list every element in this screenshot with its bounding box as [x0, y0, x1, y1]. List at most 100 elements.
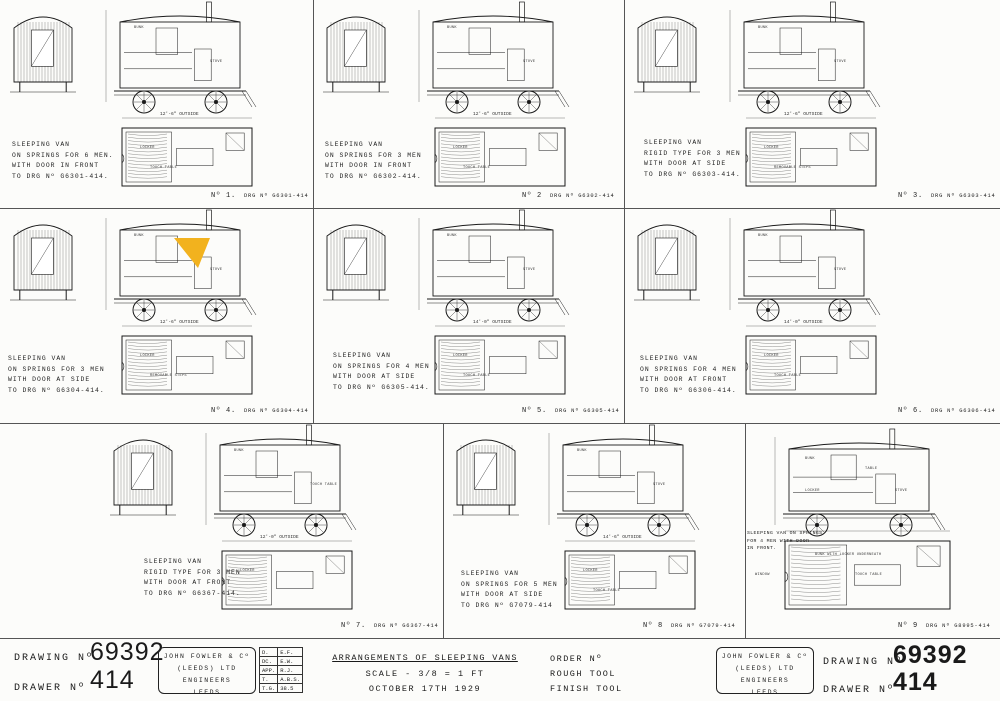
plan-view: [221, 540, 353, 610]
bunk-outline: [438, 131, 485, 183]
stove: [849, 132, 869, 151]
end-elevation: [323, 16, 389, 93]
plan-view: [121, 325, 253, 395]
table: [800, 148, 838, 166]
plan-view: [121, 117, 253, 187]
stove: [818, 256, 836, 289]
drawer-number-left: 414: [90, 666, 135, 694]
chimney: [889, 428, 896, 450]
caption-line: SLEEPING VAN: [325, 141, 384, 148]
approval-row: DC.E.W.: [258, 656, 304, 666]
component-label: STOVE: [834, 268, 847, 272]
plan-view: [564, 540, 696, 610]
panel-drawing-ref: DRG Nº G6302-414: [550, 193, 615, 199]
outside-dimension: 14'-6" OUTSIDE: [603, 535, 642, 540]
grid-divider: [745, 423, 746, 638]
van-drawing: [10, 1, 257, 187]
approval-role: T.G.: [258, 683, 279, 693]
caption-line: TO DRG Nº G6303-414.: [644, 170, 741, 178]
component-label: BUNK: [577, 449, 587, 453]
stove: [916, 545, 941, 567]
bunk-outline: [225, 554, 272, 606]
panel-drawing-ref: DRG Nº G6305-414: [555, 408, 620, 414]
bunk-outline: [749, 339, 796, 391]
stove: [194, 256, 212, 289]
van-drawing: [110, 424, 357, 610]
side-elevation: [205, 424, 357, 537]
caption-line: WITH DOOR AT FRONT: [640, 376, 728, 383]
end-elevation: [10, 224, 76, 301]
outside-dimension: 14'-0" OUTSIDE: [473, 320, 512, 325]
panel-index: Nº 4.: [211, 407, 237, 415]
caption-line: TO DRG Nº G6306-414.: [640, 386, 737, 394]
plan-view: [745, 325, 877, 395]
outside-dimension: 12'-6" OUTSIDE: [160, 112, 199, 117]
component-label: LOCKER: [453, 146, 468, 150]
van-drawing: [634, 209, 881, 395]
grid-divider: [313, 0, 314, 423]
panel-index: Nº 7.: [341, 622, 367, 630]
caption-line: TO DRG Nº G6367-414.: [144, 589, 241, 597]
window: [155, 27, 178, 55]
caption-line: ON SPRINGS FOR 6 MEN.: [12, 151, 114, 159]
component-label: STOVE: [834, 60, 847, 64]
caption-line: SLEEPING VAN: [12, 141, 71, 148]
van-drawing: [774, 428, 951, 610]
caption-line: TO DRG Nº G6302-414.: [325, 172, 422, 180]
caption-line: WITH DOOR AT SIDE: [644, 160, 727, 167]
component-label: STOVE: [210, 268, 223, 272]
chimney: [519, 209, 525, 231]
end-elevation: [634, 16, 700, 93]
grid-divider: [443, 423, 444, 638]
approval-table: D.E.F.DC.E.W.APP.R.J.T.A.B.S.T.G.38.5: [258, 647, 304, 693]
steps: [554, 298, 570, 316]
side-elevation: [729, 1, 881, 114]
drawing-number-left: 69392: [90, 638, 165, 666]
component-label: TOUCH TABLE: [150, 166, 178, 170]
caption-line: RIGID TYPE FOR 3 MEN: [144, 568, 241, 576]
window: [155, 235, 178, 263]
wheel: [889, 513, 913, 537]
outside-dimension: 12'-6" OUTSIDE: [160, 320, 199, 325]
table: [489, 148, 527, 166]
caption-line: WITH DOOR AT SIDE: [8, 376, 91, 383]
steps: [865, 90, 881, 108]
company-name: JOHN FOWLER & Cº: [163, 653, 251, 660]
end-elevation: [323, 224, 389, 301]
company-city: LEEDS: [193, 689, 221, 696]
bunk-outline: [125, 339, 172, 391]
company-sub: (LEEDS) LTD ENGINEERS: [735, 665, 795, 684]
wheel: [647, 513, 671, 537]
plan-view: [745, 117, 877, 187]
drawing-number-label-right: DRAWING Nº: [823, 657, 904, 668]
company-name: JOHN FOWLER & Cº: [721, 653, 809, 660]
wheel: [517, 90, 541, 114]
wheel: [828, 90, 852, 114]
order-number-label: ORDER Nº: [550, 654, 603, 664]
component-label: BUNK: [447, 234, 457, 238]
caption-line: SLEEPING VAN: [644, 139, 703, 146]
panel-caption: SLEEPING VAN ON SPRINGS FOR 6 MEN. WITH DO…: [12, 140, 114, 182]
panel-index: Nº 1.: [211, 192, 237, 200]
caption-line: WITH DOOR IN FRONT: [12, 162, 100, 169]
steps: [241, 90, 257, 108]
wheel: [756, 90, 780, 114]
component-label: TOUCH TABLE: [310, 483, 338, 487]
component-label: REMOVABLE STEPS: [150, 374, 187, 378]
chimney: [830, 209, 836, 231]
table: [176, 148, 214, 166]
table: [176, 356, 214, 374]
stove: [818, 48, 836, 81]
chimney: [649, 424, 655, 446]
component-label: LOCKER: [764, 354, 779, 358]
panel-index: Nº 9: [898, 622, 919, 630]
